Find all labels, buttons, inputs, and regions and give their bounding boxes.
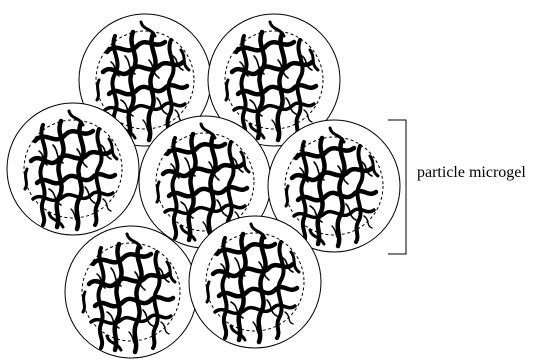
microgel-particle — [64, 225, 198, 359]
microgel-particle — [207, 13, 341, 147]
particle-microgel-label: particle microgel — [417, 164, 526, 181]
microgel-particle — [267, 119, 401, 253]
microgel-particle — [188, 215, 322, 349]
microgel-particle — [6, 102, 140, 236]
bracket-line — [388, 119, 407, 255]
